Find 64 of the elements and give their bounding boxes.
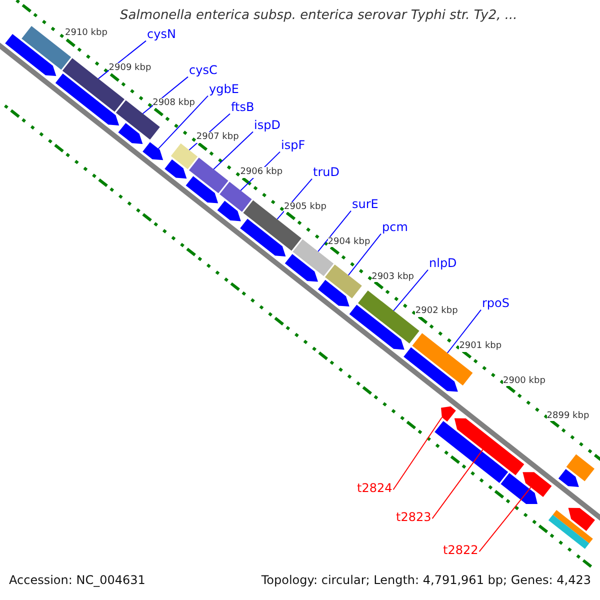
gene-label: pcm <box>382 221 408 235</box>
gene-label: ispD <box>254 119 280 133</box>
leader-line <box>432 449 484 520</box>
gene-block <box>142 142 164 160</box>
scale-label: 2905 kbp <box>284 202 326 212</box>
gene-block <box>441 406 456 422</box>
gene-block <box>552 510 593 544</box>
scale-label: 2907 kbp <box>196 132 239 143</box>
scale-label: 2900 kbp <box>503 376 546 386</box>
leader-line <box>446 309 482 354</box>
gene-label: ftsB <box>231 101 254 115</box>
title: Salmonella enterica subsp. enterica serovar Typhi str. Ty2, ... <box>120 9 518 24</box>
gene-block <box>522 472 552 497</box>
leader-line <box>478 486 532 552</box>
gene-block <box>170 143 198 170</box>
gene-block <box>55 74 120 126</box>
gene-block <box>189 158 228 194</box>
leader-line <box>142 76 188 114</box>
scale-label: 2902 kbp <box>415 306 458 317</box>
gene-label: cysN <box>147 28 176 42</box>
gene-block <box>325 264 362 298</box>
gene-label: t2824 <box>357 482 392 496</box>
footer-text: Accession: NC_004631 <box>9 574 146 588</box>
scale-label: 2903 kbp <box>372 272 414 282</box>
leader-line <box>318 210 352 252</box>
scale-label: 2899 kbp <box>546 410 590 422</box>
gene-block <box>454 418 524 476</box>
scale-label: 2908 kbp <box>152 98 195 108</box>
gene-label: t2822 <box>443 544 478 558</box>
gene-block <box>404 347 458 392</box>
gene-block <box>217 200 241 222</box>
gene-block <box>118 123 143 144</box>
gene-label: t2823 <box>396 511 432 525</box>
leader-line <box>213 131 254 170</box>
scale-label: 2909 kbp <box>108 62 152 74</box>
gene-block <box>240 218 286 256</box>
scale-label: 2910 kbp <box>65 28 108 38</box>
footer-text: Topology: circular; Length: 4,791,961 bp; Genes: 4,423 <box>261 574 591 588</box>
gene-label: surE <box>352 198 378 212</box>
gene-block <box>220 182 252 212</box>
scale-label: 2901 kbp <box>459 341 502 352</box>
gene-block <box>434 421 508 483</box>
gene-block <box>568 508 595 531</box>
scale-label: 2904 kbp <box>328 236 370 248</box>
gene-block <box>500 473 538 504</box>
leader-line <box>393 269 428 312</box>
gene-block <box>186 176 218 204</box>
gene-block <box>284 254 318 282</box>
gene-block <box>548 514 590 549</box>
gene-block <box>558 469 579 487</box>
leader-line <box>158 95 208 150</box>
gene-label: truD <box>313 166 340 180</box>
gene-block <box>5 34 56 76</box>
scale-label: 2906 kbp <box>240 167 283 178</box>
gene-block <box>566 454 594 482</box>
gene-block <box>349 304 404 350</box>
gene-label: ispF <box>281 139 306 153</box>
leader-line <box>392 416 442 490</box>
gene-label: nlpD <box>429 257 457 271</box>
gene-label: cysC <box>189 64 218 78</box>
gene-label: rpoS <box>482 297 510 311</box>
gene-block <box>164 159 187 179</box>
gene-label: ygbE <box>209 83 239 97</box>
gene-block <box>318 280 350 306</box>
